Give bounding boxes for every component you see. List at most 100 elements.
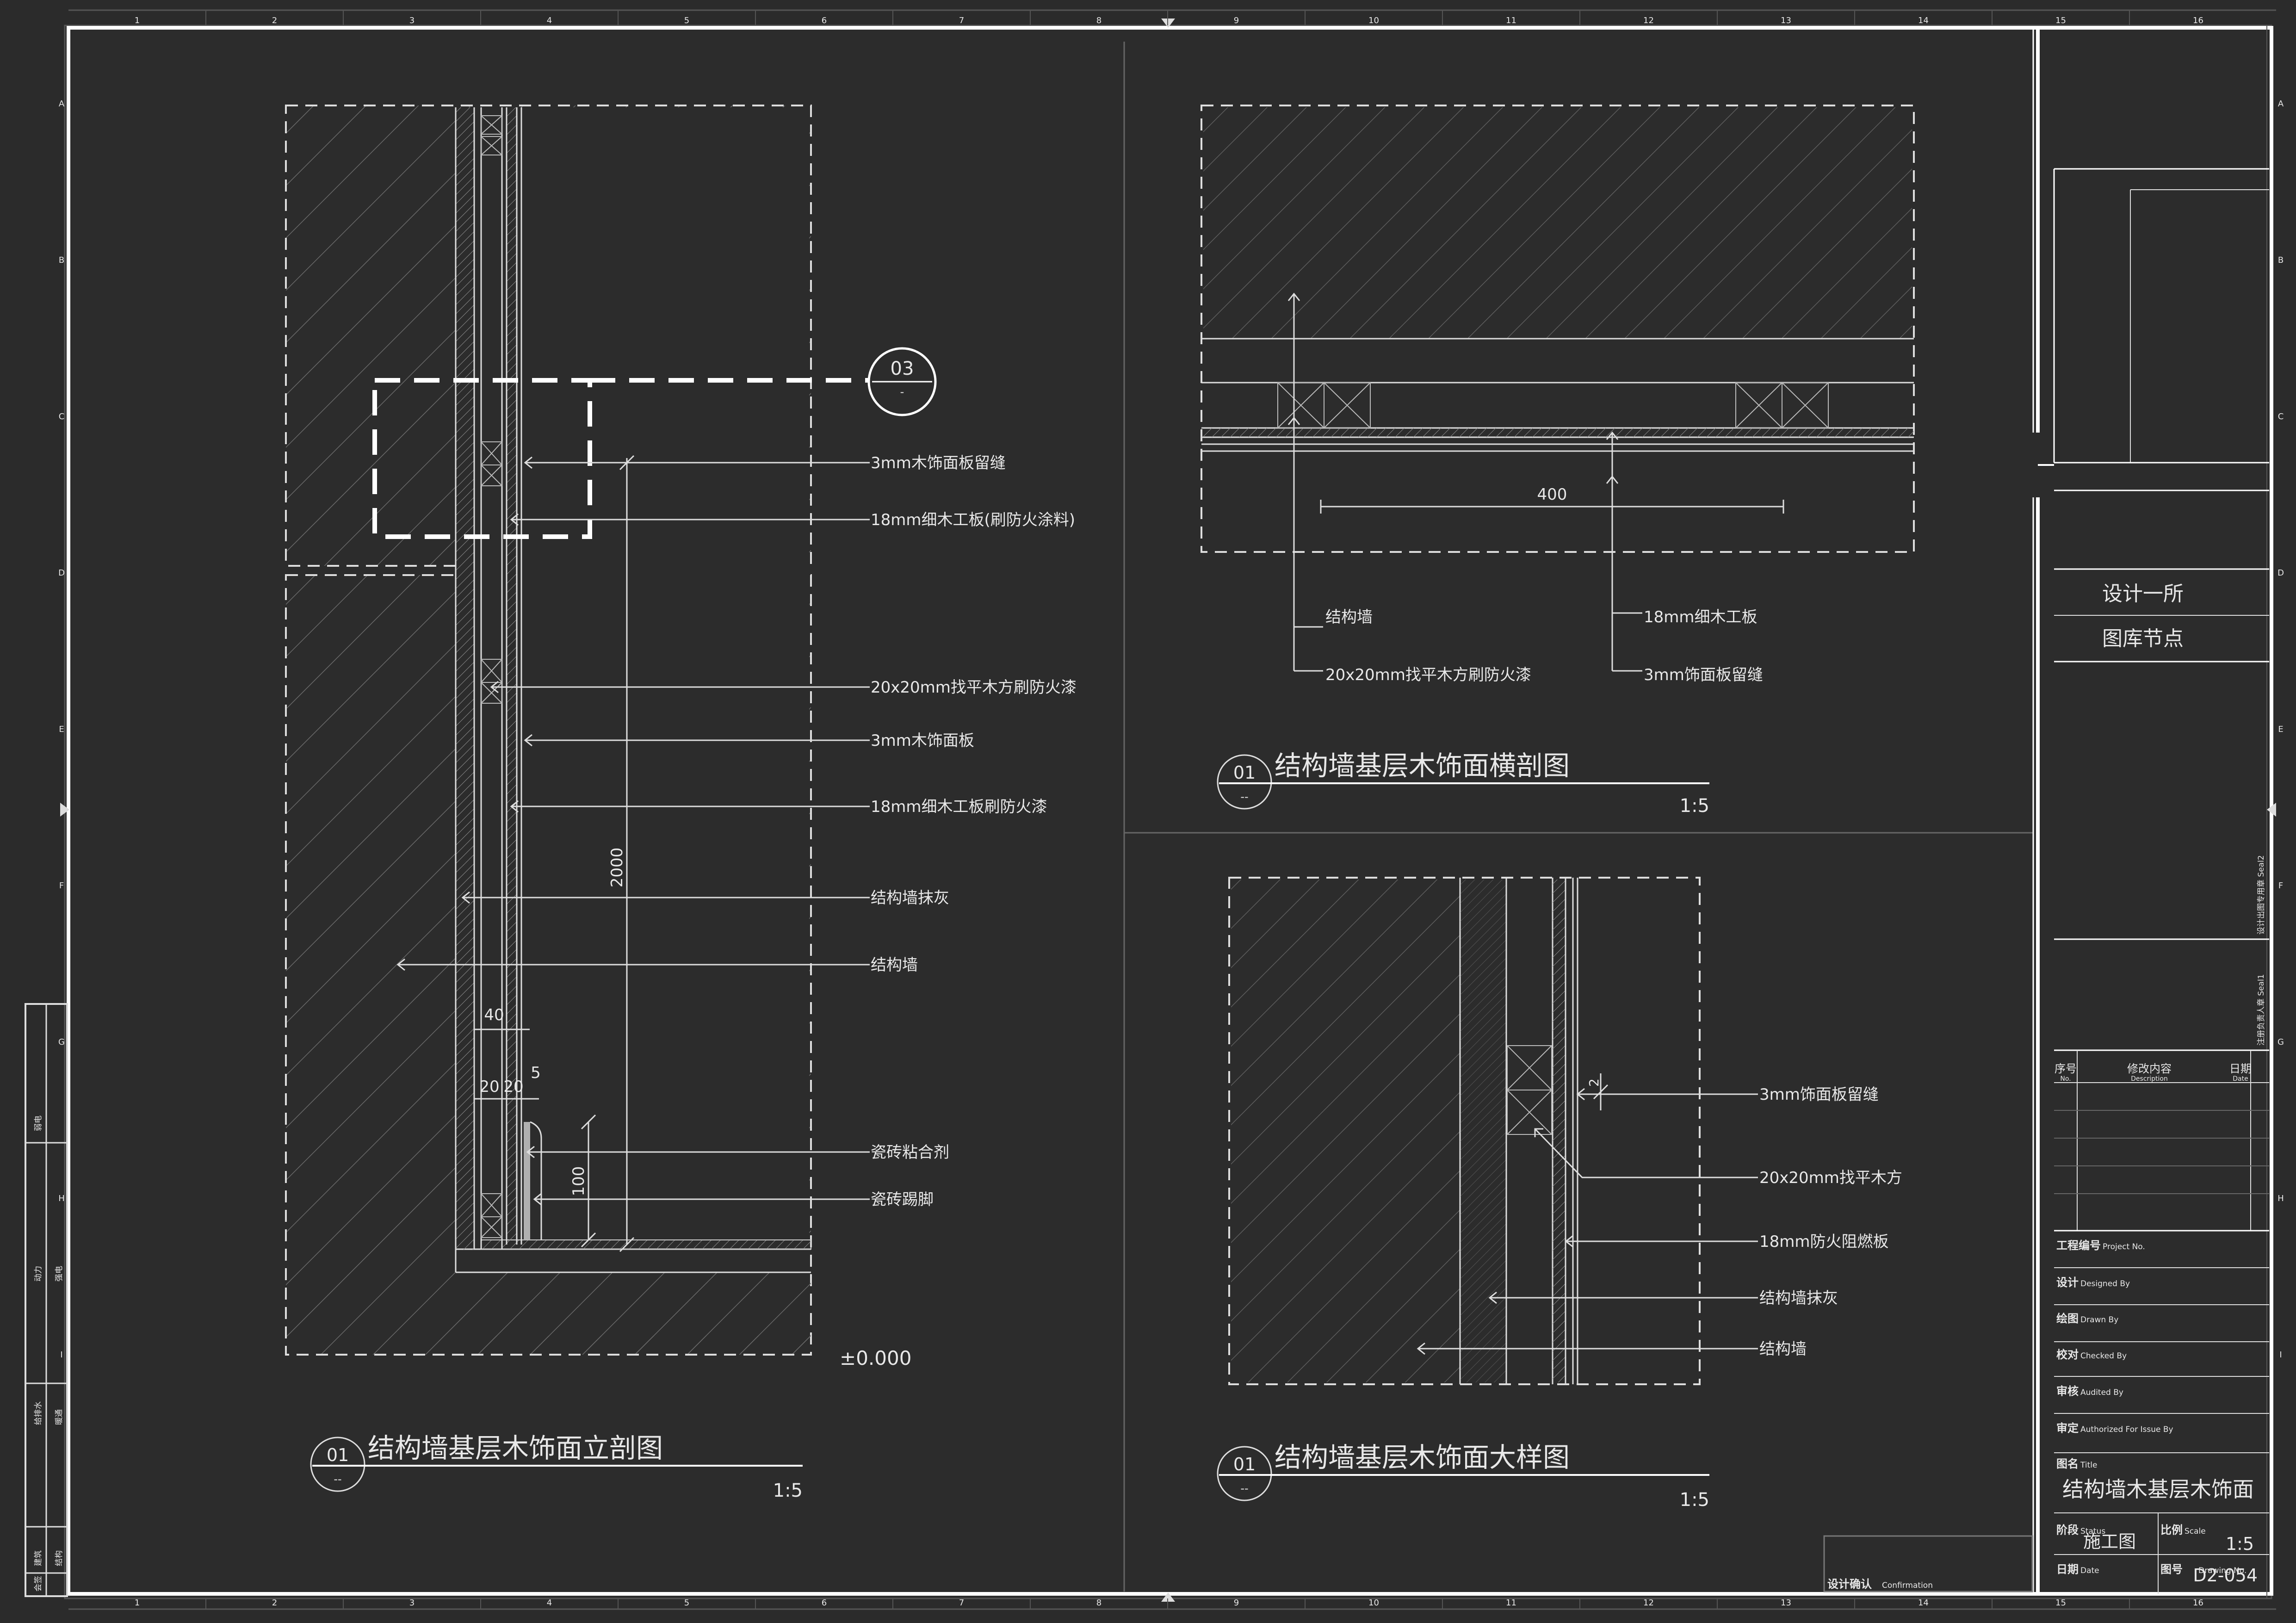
view2-label-blockboard: 18mm细木工板 xyxy=(1644,608,1758,626)
strip-plumbing: 给排水 xyxy=(34,1401,43,1425)
view1-label-wall-plaster: 结构墙抹灰 xyxy=(871,889,949,907)
view3-scale: 1:5 xyxy=(1680,1489,1709,1511)
tb-row-drawn-cn: 绘图 xyxy=(2056,1312,2079,1325)
grid-row-label: I xyxy=(2279,1350,2282,1360)
view2-horizontal-section: 400 结构墙 20x20mm找平木方刷防火漆 18mm细木工板 3mm饰面板留… xyxy=(1201,105,1915,817)
grid-row-label: E xyxy=(2278,725,2283,734)
tb-company: 设计一所 xyxy=(2102,582,2184,606)
view2-label-veneer-gap: 3mm饰面板留缝 xyxy=(1644,666,1763,684)
view1-dim-w1: 20 xyxy=(479,1078,499,1096)
grid-row-label: G xyxy=(2277,1037,2284,1047)
grid-column-label: 13 xyxy=(1781,16,1791,25)
grid-column-label: 11 xyxy=(1506,16,1516,25)
view1-title-number: 01 xyxy=(327,1445,349,1465)
grid-row-label: E xyxy=(59,725,64,734)
tb-row-authorized-en: Authorized For Issue By xyxy=(2080,1425,2173,1434)
grid-row-label: B xyxy=(2278,255,2284,265)
tb-row-audited-cn: 审核 xyxy=(2056,1385,2079,1398)
view1-dim-w3: 5 xyxy=(531,1064,541,1082)
tb-row-audited-en: Audited By xyxy=(2080,1388,2123,1397)
view1-dim-w2: 20 xyxy=(503,1078,523,1096)
view1-dim-width-total: 40 xyxy=(484,1006,504,1024)
tb-scale-label-cn: 比例 xyxy=(2160,1524,2183,1536)
view2-dim-spacing: 400 xyxy=(1537,485,1567,504)
grid-row-label: B xyxy=(59,255,64,265)
view1-elevation-section: 03 - 3mm木饰面板留缝 18mm细木工板(刷防火涂料) 2 xyxy=(285,105,1077,1501)
strip-architecture: 建筑 xyxy=(34,1550,43,1566)
view1-label-tile-skirting: 瓷砖踢脚 xyxy=(871,1190,934,1209)
tb-title-label-en: Title xyxy=(2080,1461,2097,1470)
tb-seal1: 注册负责人章 Seal1 xyxy=(2257,974,2266,1046)
view3-title-number: 01 xyxy=(1233,1454,1256,1474)
grid-column-label: 3 xyxy=(409,1598,415,1608)
tb-project: 图库节点 xyxy=(2102,627,2184,650)
grid-column-label: 9 xyxy=(1234,1598,1239,1608)
grid-row-label: D xyxy=(2277,568,2284,578)
view2-label-structural-wall: 结构墙 xyxy=(1325,608,1373,626)
tb-rev-no-cn: 序号 xyxy=(2055,1062,2077,1075)
countersign-strip: 弱电 动力 强电 给排水 暖通 建筑 结构 会签 xyxy=(25,1003,68,1597)
view1-label-structural-wall: 结构墙 xyxy=(871,956,918,974)
grid-row-label: A xyxy=(2278,99,2284,109)
tb-drawing-label-en: Drawing No. xyxy=(2198,1566,2246,1575)
view1-label-blockboard-paint: 18mm细木工板刷防火漆 xyxy=(871,798,1047,816)
grid-column-label: 14 xyxy=(1918,1598,1929,1608)
grid-column-label: 1 xyxy=(135,1598,140,1608)
tb-drawing-no: D2-054 xyxy=(2193,1565,2258,1586)
grid-column-label: 12 xyxy=(1643,1598,1654,1608)
strip-countersign: 会签 xyxy=(34,1576,43,1592)
grid-column-label: 7 xyxy=(959,16,964,25)
strip-weak-current: 弱电 xyxy=(34,1115,43,1131)
view1-callout-sheet: - xyxy=(900,385,904,398)
view1-label-veneer-gap: 3mm木饰面板留缝 xyxy=(871,454,1006,472)
grid-row-label: C xyxy=(59,412,65,421)
view1-label-blockboard: 18mm细木工板(刷防火涂料) xyxy=(871,511,1075,529)
grid-column-label: 2 xyxy=(272,16,277,25)
grid-column-label: 6 xyxy=(822,16,827,25)
grid-column-label: 5 xyxy=(684,16,689,25)
view2-scale: 1:5 xyxy=(1680,795,1709,817)
view1-level: ±0.000 xyxy=(840,1347,911,1369)
tb-status-label-en: Status xyxy=(2080,1527,2105,1536)
tb-rev-desc-en: Description xyxy=(2131,1075,2168,1083)
tb-row-authorized-cn: 审定 xyxy=(2056,1422,2079,1435)
view1-label-tile-adhesive: 瓷砖粘合剂 xyxy=(871,1143,949,1162)
view1-callout-number: 03 xyxy=(891,358,914,379)
grid-row-label: F xyxy=(2278,881,2283,891)
strip-structure: 结构 xyxy=(55,1550,64,1566)
grid-column-label: 4 xyxy=(547,1598,552,1608)
view2-title-sub: -- xyxy=(1240,790,1248,803)
tb-rev-date-en: Date xyxy=(2233,1075,2248,1083)
view3-label-wall-plaster: 结构墙抹灰 xyxy=(1759,1289,1838,1307)
tb-row-drawn-en: Drawn By xyxy=(2080,1315,2118,1325)
grid-row-label: G xyxy=(58,1037,65,1047)
view3-label-veneer-gap: 3mm饰面板留缝 xyxy=(1759,1085,1879,1104)
grid-column-label: 14 xyxy=(1918,16,1929,25)
grid-column-label: 15 xyxy=(2055,1598,2066,1608)
tb-confirm-en: Confirmation xyxy=(1882,1581,1933,1590)
tb-rev-no-en: No. xyxy=(2060,1075,2071,1083)
tb-row-checked-en: Checked By xyxy=(2080,1351,2127,1361)
title-block: 设计一所 图库节点 设计出图专用章 Seal2 注册负责人章 Seal1 序号 … xyxy=(1823,28,2269,1594)
view3-dim-gap: 2 xyxy=(1586,1078,1602,1087)
view1-title: 结构墙基层木饰面立剖图 xyxy=(368,1432,663,1464)
grid-row-label: F xyxy=(59,881,64,891)
grid-column-label: 9 xyxy=(1234,16,1239,25)
grid-column-label: 2 xyxy=(272,1598,277,1608)
tb-row-project-cn: 工程编号 xyxy=(2056,1239,2101,1252)
tb-row-designed-cn: 设计 xyxy=(2056,1276,2079,1289)
view1-dim-height: 2000 xyxy=(608,848,626,888)
view2-title: 结构墙基层木饰面横剖图 xyxy=(1275,750,1570,781)
grid-column-label: 5 xyxy=(684,1598,689,1608)
strip-power: 动力 xyxy=(34,1266,43,1282)
view3-detail: 2 3mm饰面板留缝 20x20mm找平木方 18mm防火阻燃板 结构墙抹灰 结… xyxy=(1217,877,1902,1511)
tb-seal2: 设计出图专用章 Seal2 xyxy=(2257,855,2266,935)
grid-column-label: 4 xyxy=(547,16,552,25)
grid-column-label: 10 xyxy=(1368,16,1379,25)
tb-status: 施工图 xyxy=(2083,1531,2136,1552)
grid-column-label: 3 xyxy=(409,16,415,25)
grid-row-label: H xyxy=(2277,1194,2284,1203)
